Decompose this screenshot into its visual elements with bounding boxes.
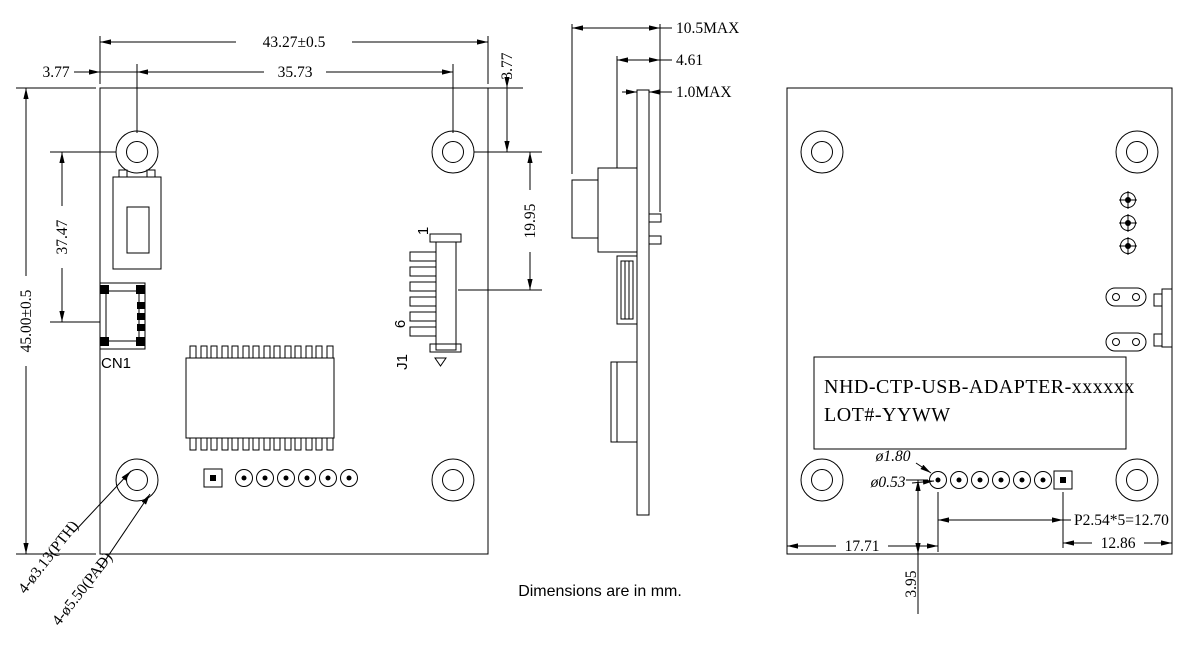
- front-view: 43.27±0.5 35.73 3.77 3.77: [15, 34, 542, 629]
- back-mounting-hole-tl: [800, 130, 844, 174]
- dim-edge-offset-top-label: 3.77: [499, 52, 516, 79]
- ic-pins-bottom: [189, 437, 334, 451]
- dim-edge-offset-left: 3.77: [42, 64, 137, 81]
- back-usb-edge-profile: [1153, 288, 1173, 348]
- hole-callouts: 4-ø3.13(PTH) 4-ø5.50(PAD): [15, 470, 151, 629]
- j1-polarity-mark: [434, 357, 447, 367]
- back-oval-pads: [1105, 287, 1147, 352]
- dim-total-thickness: 10.5MAX: [571, 20, 739, 212]
- dim-pad-row-right: 12.86: [1063, 535, 1172, 552]
- side-board-edge: [636, 89, 650, 516]
- lot-number-label: LOT#-YYWW: [824, 404, 951, 426]
- j1-label: J1: [394, 354, 411, 370]
- dim-pad-pitch: P2.54*5=12.70: [938, 492, 1169, 548]
- back-view: NHD-CTP-USB-ADAPTER-xxxxxx LOT#-YYWW ø1.…: [786, 87, 1173, 614]
- dim-pad-row-bottom-label: 3.95: [903, 570, 920, 597]
- back-mounting-hole-br: [1115, 458, 1159, 502]
- dim-j1-offset-label: 19.95: [522, 203, 539, 238]
- units-note: Dimensions are in mm.: [518, 583, 682, 600]
- dim-edge-offset-top: 3.77: [474, 52, 542, 153]
- note-pth-label: 4-ø3.13(PTH): [15, 518, 82, 597]
- dim-edge-offset-left-label: 3.77: [42, 64, 69, 81]
- front-ic-chip: [185, 345, 335, 451]
- dim-pad-row-left-label: 17.71: [845, 538, 880, 555]
- dim-board-thickness-label: 1.0MAX: [676, 84, 732, 101]
- note-pad-label: 4-ø5.50(PAD): [49, 549, 116, 629]
- dim-pad-row-left: 17.71: [787, 492, 939, 555]
- dim-cn1-offset: 37.47: [50, 151, 116, 323]
- front-mounting-hole-br: [431, 458, 475, 502]
- dim-j1-offset: 19.95: [458, 152, 542, 291]
- dim-hole-span-label: 35.73: [278, 64, 313, 81]
- dim-connector-height: 4.61: [616, 52, 703, 168]
- back-mounting-hole-tr: [1115, 130, 1159, 174]
- front-pad-row: [203, 468, 358, 488]
- dim-cn1-offset-label: 37.47: [54, 219, 71, 254]
- cn1-usb-connector: [99, 282, 146, 350]
- side-view: 10.5MAX 4.61 1.0MAX: [571, 20, 739, 516]
- dim-pad-row-right-label: 12.86: [1101, 535, 1136, 552]
- front-mounting-hole-tr: [431, 130, 475, 174]
- dim-pad-row-bottom: 3.95: [903, 479, 928, 614]
- dim-board-height: 45.00±0.5: [16, 87, 96, 555]
- back-board-outline: [786, 87, 1173, 555]
- dim-board-height-label: 45.00±0.5: [18, 289, 35, 352]
- j1-connector: [409, 233, 462, 367]
- back-screw-pads: [1119, 191, 1137, 255]
- dim-connector-height-label: 4.61: [676, 52, 703, 69]
- back-mounting-hole-bl: [800, 458, 844, 502]
- back-pad-row: [929, 470, 1073, 490]
- cn1-label: CN1: [101, 355, 131, 372]
- dim-hole-dia-label: ø0.53: [870, 474, 906, 491]
- pad-diameter-callouts: ø1.80 ø0.53: [870, 448, 935, 491]
- side-through-pins: [648, 213, 662, 245]
- dim-board-width-label: 43.27±0.5: [263, 34, 326, 51]
- dim-board-thickness: 1.0MAX: [622, 84, 732, 101]
- dim-hole-span: 35.73: [136, 64, 454, 133]
- j1-pin1-label: 1: [415, 227, 432, 235]
- side-ic-profile: [610, 361, 638, 443]
- dim-pad-pitch-label: P2.54*5=12.70: [1074, 512, 1169, 529]
- front-switch-component: [112, 169, 162, 270]
- j1-pin6-label: 6: [392, 320, 409, 328]
- dim-total-thickness-label: 10.5MAX: [676, 20, 739, 37]
- part-number-label: NHD-CTP-USB-ADAPTER-xxxxxx: [824, 376, 1135, 398]
- j1-pins: [409, 251, 437, 337]
- dim-pad-dia-label: ø1.80: [875, 448, 911, 465]
- side-usb-profile: [571, 167, 638, 253]
- ic-pins-top: [189, 345, 334, 359]
- front-mounting-hole-tl: [115, 130, 159, 174]
- part-label-box: NHD-CTP-USB-ADAPTER-xxxxxx LOT#-YYWW: [813, 356, 1135, 450]
- side-j1-profile: [616, 255, 638, 325]
- dim-board-width: 43.27±0.5: [99, 34, 489, 84]
